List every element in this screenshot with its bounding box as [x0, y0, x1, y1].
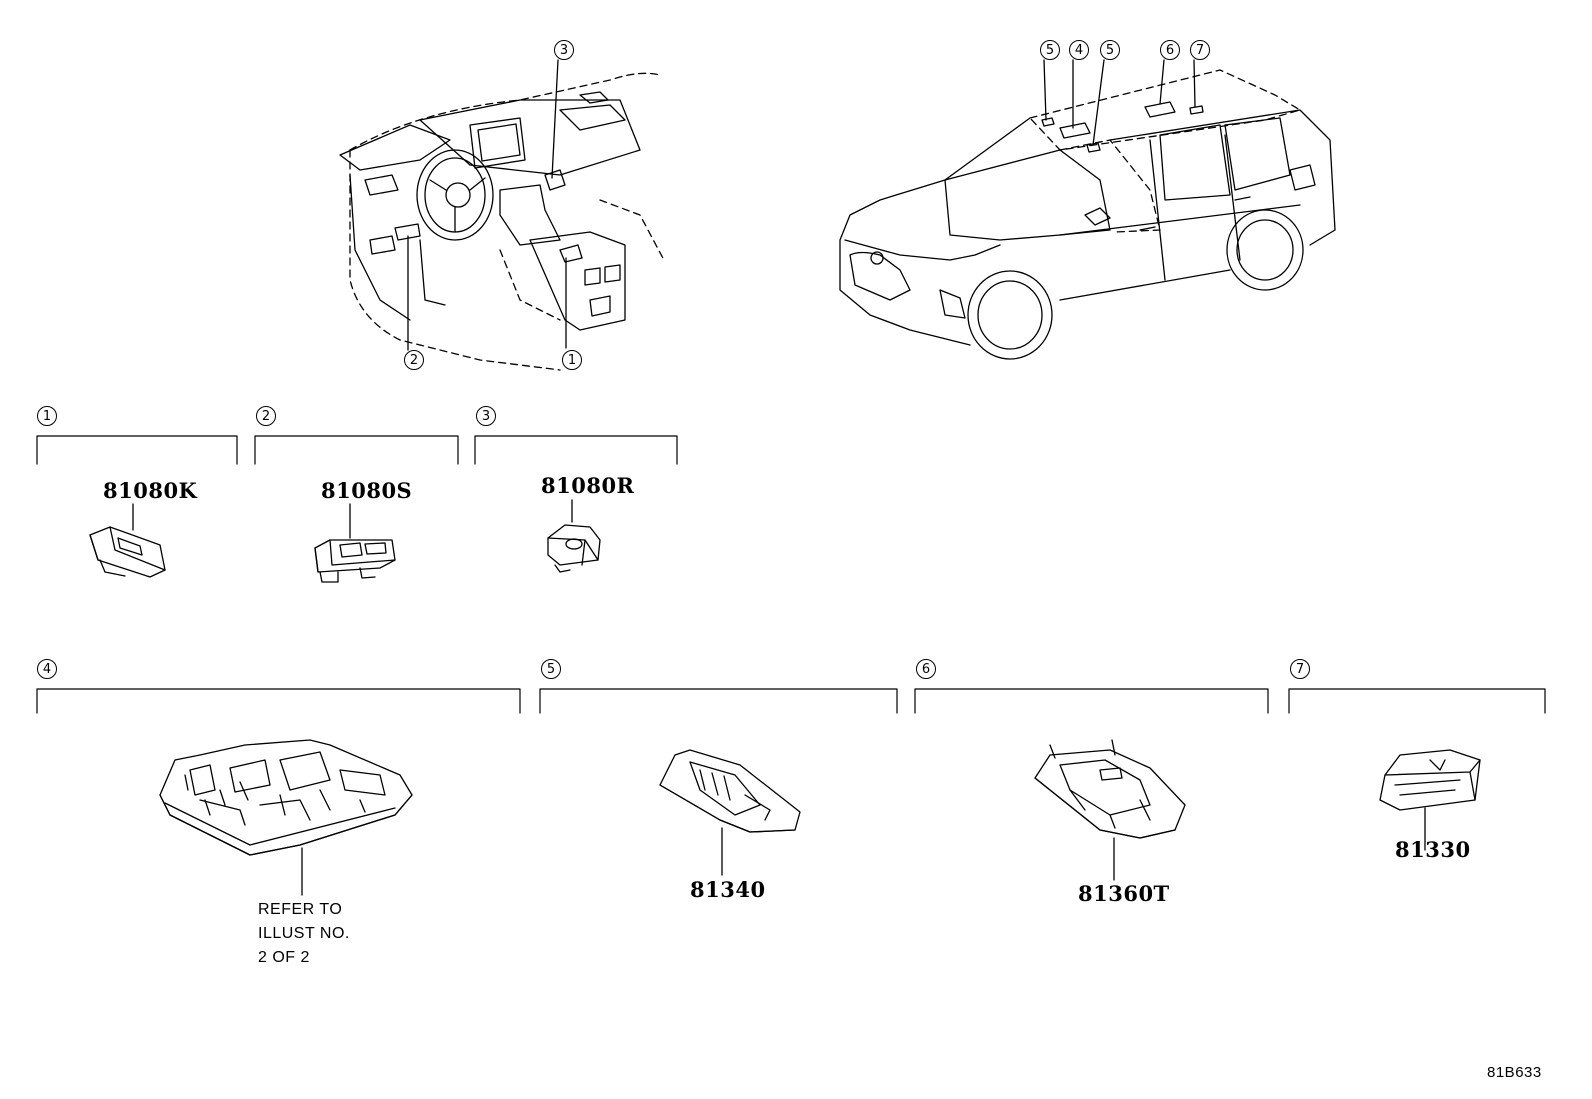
- part-number-81080R[interactable]: 81080R: [541, 473, 635, 498]
- part-81080S-illustration: [314, 503, 396, 583]
- part-81330-illustration: [1379, 749, 1481, 851]
- illustration-id: 81B633: [1487, 1064, 1542, 1081]
- part-number-81080S[interactable]: 81080S: [321, 478, 413, 503]
- vehicle-exterior-illustration: [839, 59, 1336, 360]
- part-81360T-illustration: [1034, 739, 1186, 881]
- callout-3-bracket: 3: [476, 406, 496, 426]
- part-number-81340[interactable]: 81340: [690, 877, 766, 902]
- callout-6-roof: 6: [1160, 40, 1180, 60]
- refer-note-line-2: ILLUST NO.: [258, 925, 350, 942]
- dashboard-interior-illustration: [339, 59, 666, 371]
- refer-note-line-3: 2 OF 2: [258, 949, 310, 966]
- refer-note-line-1: REFER TO: [258, 901, 343, 918]
- callout-5-bracket: 5: [541, 659, 561, 679]
- callout-7-bracket: 7: [1290, 659, 1310, 679]
- refer-note: REFER TO ILLUST NO. 2 OF 2: [258, 898, 350, 970]
- callout-1-dashboard: 1: [562, 350, 582, 370]
- callout-brackets: [36, 435, 1546, 714]
- part-81080R-illustration: [547, 499, 601, 573]
- callout-4-bracket: 4: [37, 659, 57, 679]
- part-4-overhead-console-illustration: [159, 739, 413, 896]
- callout-7-roof: 7: [1190, 40, 1210, 60]
- callout-5-roof-left: 5: [1040, 40, 1060, 60]
- callout-3-dashboard: 3: [554, 40, 574, 60]
- callout-1-bracket: 1: [37, 406, 57, 426]
- callout-2-bracket: 2: [256, 406, 276, 426]
- part-number-81080K[interactable]: 81080K: [103, 478, 198, 503]
- callout-4-roof: 4: [1069, 40, 1089, 60]
- part-number-81330[interactable]: 81330: [1395, 837, 1471, 862]
- callout-5-roof-right: 5: [1100, 40, 1120, 60]
- part-81340-illustration: [659, 749, 801, 876]
- part-number-81360T[interactable]: 81360T: [1078, 881, 1170, 906]
- part-81080K-illustration: [89, 503, 166, 578]
- callout-2-dashboard: 2: [404, 350, 424, 370]
- callout-6-bracket: 6: [916, 659, 936, 679]
